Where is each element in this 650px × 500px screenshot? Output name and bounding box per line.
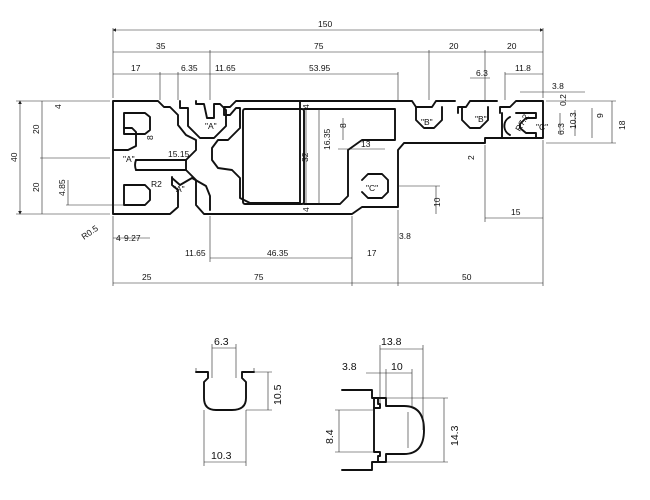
detail-b-outline [195,371,255,411]
dim-50: 50 [462,272,472,282]
dim-20-a: 20 [449,41,459,51]
slot-label-c-right: "C" [536,122,548,132]
detail-b-slot: 6.3 10.5 10.3 [195,336,284,466]
profile-slot-b1 [415,106,443,129]
dim-11-65-bottom: 11.65 [185,248,206,258]
dim-r0-5: R0.5 [79,223,100,242]
dim-6-3-right: 6.3 [556,123,566,135]
dimension-labels: 150 35 75 20 20 17 6.35 11.65 53.95 6.3 … [9,19,627,282]
dim-40: 40 [9,152,19,162]
dim-25: 25 [142,272,152,282]
profile-web-curve [134,159,137,171]
detail-c-top: 13.8 [381,336,402,348]
dim-10: 10 [432,197,442,207]
dim-18: 18 [617,120,627,130]
profile-slot-c-right [501,112,537,139]
dim-0-2: 0.2 [558,94,568,106]
profile-slot-a-top [123,112,151,135]
dim-8-left: 8 [145,135,155,140]
dim-32: 32 [300,152,310,162]
slot-label-a-left: "A" [123,154,135,164]
dim-11-8: 11.8 [515,63,531,73]
dim-75-top: 75 [314,41,324,51]
dim-13: 13 [361,139,371,149]
dim-4-bottom-left: 4 [116,233,121,243]
detail-c-head [373,397,425,463]
dim-6-35: 6.35 [181,63,198,73]
dim-20-lower-left: 20 [31,182,41,192]
dim-16-35: 16.35 [322,128,332,150]
dim-10-3-right: 10.3 [568,112,578,129]
detail-b-bottom: 10.3 [211,450,232,462]
dim-4-inner-bottom: 4 [301,207,311,212]
detail-c-slot: 13.8 3.8 10 8.4 14.3 [324,336,461,471]
dim-9-27: 9.27 [124,233,141,243]
dim-9: 9 [595,113,605,118]
profile-slot-b2 [461,106,489,129]
dim-11-65-top: 11.65 [215,63,236,73]
detail-c-side-left: 8.4 [324,429,336,444]
slot-label-b2: "B" [475,114,487,124]
dim-4-85: 4.85 [57,179,67,196]
profile-slot-c-right-inner [503,116,511,136]
slot-label-c-bottom: "C" [366,183,378,193]
dim-15: 15 [511,207,521,217]
dim-2: 2 [466,155,476,160]
dim-3-8-bottom: 3.8 [399,231,411,241]
detail-c-outline [341,389,381,471]
slot-label-a-bottom: "A" [173,184,185,194]
profile-right-cavity [303,108,396,205]
dim-20-upper-left: 20 [31,124,41,134]
dim-r2: R2 [151,179,162,189]
dim-15-15: 15.15 [168,149,190,159]
dim-75-bottom: 75 [254,272,264,282]
slot-label-b1: "B" [421,117,433,127]
profile-slot-a-lower [171,177,211,211]
detail-c-side-right: 14.3 [449,425,461,446]
profile-slot-a-left [112,127,137,151]
dim-3-8-top: 3.8 [552,81,564,91]
dim-53-95: 53.95 [309,63,331,73]
dim-17-bottom: 17 [367,248,377,258]
dim-35: 35 [156,41,166,51]
profile-slot-a-upper [179,100,227,139]
main-profile [112,100,544,215]
dim-r7-2: R7.2 [513,112,531,133]
dim-4-left-top: 4 [53,104,63,109]
dim-17-top: 17 [131,63,141,73]
dim-4-inner-top: 4 [301,104,311,109]
dim-8-inner: 8 [338,123,348,128]
profile-slot-c-bottom [361,173,389,199]
slot-labels: "A" "A" "A" "B" "B" "C" "C" [123,114,548,194]
detail-b-top: 6.3 [214,336,229,348]
profile-outer-outline [112,100,544,215]
dim-6-3-top: 6.3 [476,68,488,78]
dimension-lines [16,28,616,286]
detail-c-mid: 10 [391,361,403,373]
profile-center-cavity [242,108,305,205]
dim-46-35: 46.35 [267,248,289,258]
detail-c-left: 3.8 [342,361,357,373]
dim-20-b: 20 [507,41,517,51]
slot-label-a-top: "A" [205,121,217,131]
dim-150: 150 [318,19,332,29]
detail-b-side: 10.5 [272,384,284,405]
profile-slot-a-bottom [123,184,151,206]
